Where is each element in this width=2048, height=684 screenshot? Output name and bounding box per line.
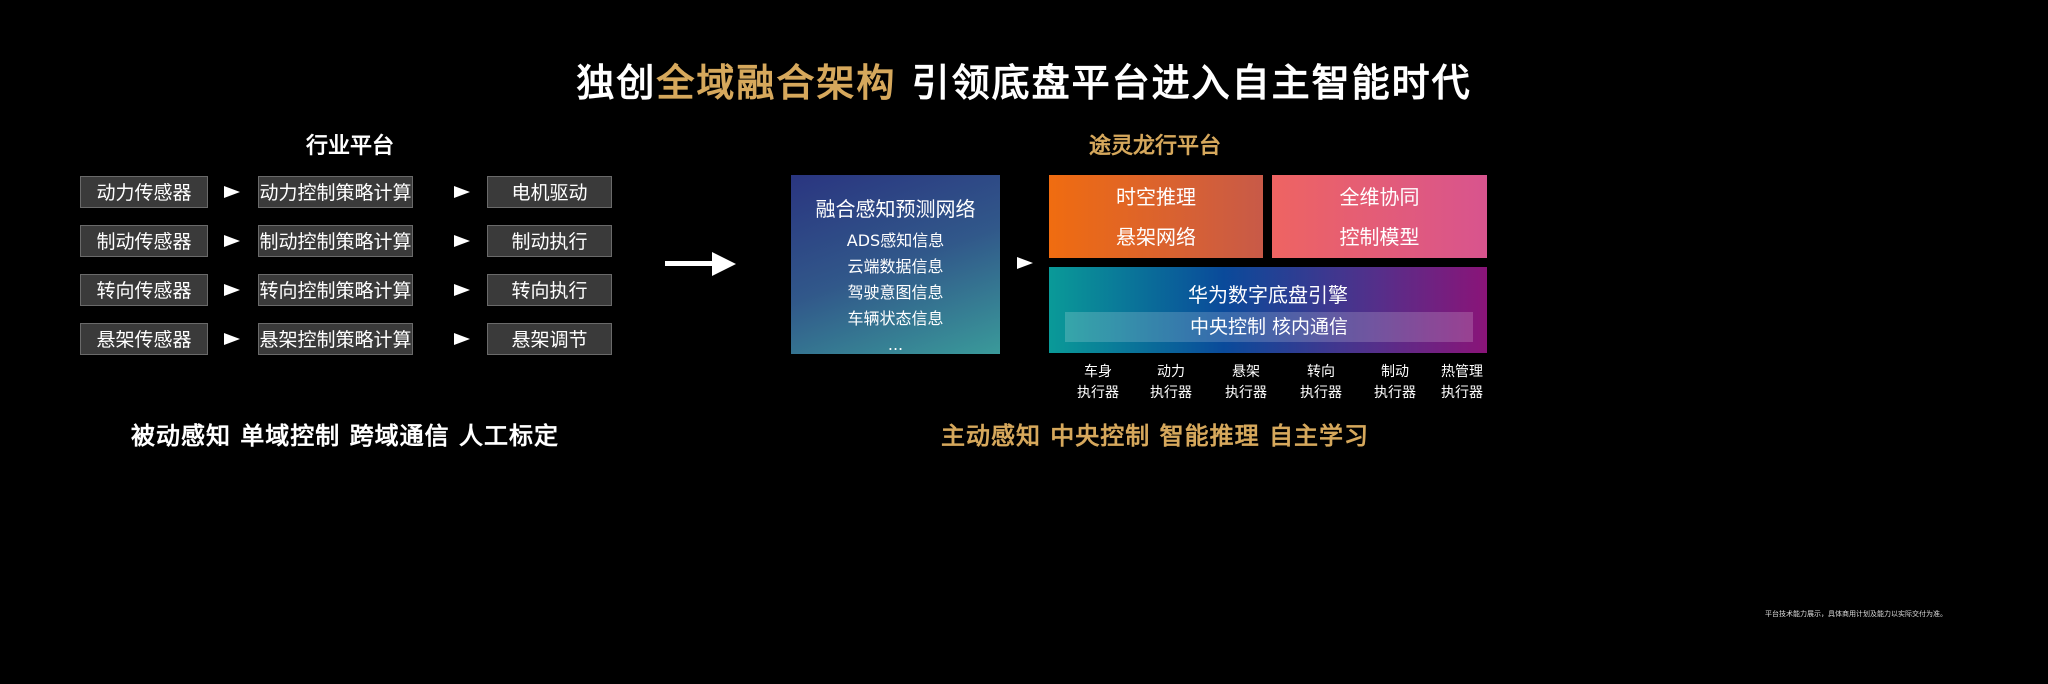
perception-item: 车辆状态信息	[847, 309, 944, 328]
actuator-label: 热管理执行器	[1427, 362, 1497, 404]
engine-box: 华为数字底盘引擎 中央控制 核内通信	[1049, 267, 1487, 353]
industry-box: 动力传感器	[80, 176, 208, 208]
engine-bar: 中央控制 核内通信	[1065, 312, 1473, 342]
actuator-line: 执行器	[1300, 385, 1342, 401]
arrow-icon	[224, 235, 240, 247]
perception-item: ADS感知信息	[846, 231, 945, 250]
tulong-heading: 途灵龙行平台	[1088, 134, 1221, 159]
arrow-icon	[454, 235, 470, 247]
arrow-icon	[224, 284, 240, 296]
actuator-label: 车身执行器	[1063, 362, 1133, 404]
spatio-reasoning-box: 时空推理 悬架网络	[1049, 175, 1263, 258]
title-part1: 独创	[576, 61, 657, 105]
engine-title: 华为数字底盘引擎	[1188, 283, 1348, 307]
industry-box: 动力控制策略计算	[258, 176, 413, 208]
actuator-line: 悬架	[1232, 364, 1260, 380]
perception-box: 融合感知预测网络 ADS感知信息云端数据信息驾驶意图信息车辆状态信息...	[791, 175, 1000, 354]
slide-title: 独创全域融合架构 引领底盘平台进入自主智能时代	[0, 52, 2048, 107]
actuator-line: 制动	[1381, 364, 1409, 380]
actuator-line: 车身	[1084, 364, 1112, 380]
arrow-icon	[1017, 257, 1033, 269]
industry-box: 制动执行	[487, 225, 612, 257]
perception-item: ...	[887, 335, 904, 354]
tulong-slogan: 主动感知 中央控制 智能推理 自主学习	[940, 422, 1370, 450]
arrow-icon	[224, 186, 240, 198]
perception-item: 驾驶意图信息	[847, 283, 944, 302]
industry-box: 悬架控制策略计算	[258, 323, 413, 355]
spatio-line2: 悬架网络	[1116, 225, 1196, 249]
actuator-label: 转向执行器	[1286, 362, 1356, 404]
industry-box: 制动传感器	[80, 225, 208, 257]
actuator-label: 制动执行器	[1360, 362, 1430, 404]
industry-slogan: 被动感知 单域控制 跨域通信 人工标定	[130, 422, 560, 450]
industry-box: 电机驱动	[487, 176, 612, 208]
industry-box: 转向控制策略计算	[258, 274, 413, 306]
industry-box: 转向执行	[487, 274, 612, 306]
spatio-line1: 时空推理	[1116, 185, 1196, 209]
big-arrow-icon	[712, 252, 736, 276]
perception-items: ADS感知信息云端数据信息驾驶意图信息车辆状态信息...	[791, 228, 1000, 358]
actuator-line: 执行器	[1077, 385, 1119, 401]
fulldim-line1: 全维协同	[1339, 185, 1420, 209]
perception-item: 云端数据信息	[847, 257, 944, 276]
actuator-line: 执行器	[1150, 385, 1192, 401]
industry-box: 转向传感器	[80, 274, 208, 306]
arrow-icon	[454, 284, 470, 296]
actuator-label: 动力执行器	[1136, 362, 1206, 404]
industry-box: 悬架传感器	[80, 323, 208, 355]
actuator-line: 执行器	[1374, 385, 1416, 401]
actuator-line: 热管理	[1441, 364, 1483, 380]
big-arrow-shaft	[665, 261, 715, 266]
industry-box: 制动控制策略计算	[258, 225, 413, 257]
actuator-label: 悬架执行器	[1211, 362, 1281, 404]
actuator-line: 执行器	[1441, 385, 1483, 401]
actuator-line: 转向	[1307, 364, 1335, 380]
perception-title: 融合感知预测网络	[815, 197, 976, 221]
full-dim-box: 全维协同 控制模型	[1272, 175, 1487, 258]
arrow-icon	[454, 333, 470, 345]
fulldim-line2: 控制模型	[1339, 225, 1420, 249]
title-highlight: 全域融合架构	[656, 61, 897, 105]
arrow-icon	[454, 186, 470, 198]
industry-box: 悬架调节	[487, 323, 612, 355]
industry-heading: 行业平台	[305, 134, 394, 159]
actuator-line: 执行器	[1225, 385, 1267, 401]
footnote: 平台技术能力展示，具体商用计划及能力以实际交付为准。	[1765, 610, 1947, 618]
actuator-line: 动力	[1157, 364, 1185, 380]
arrow-icon	[224, 333, 240, 345]
title-part2: 引领底盘平台进入自主智能时代	[896, 61, 1472, 105]
